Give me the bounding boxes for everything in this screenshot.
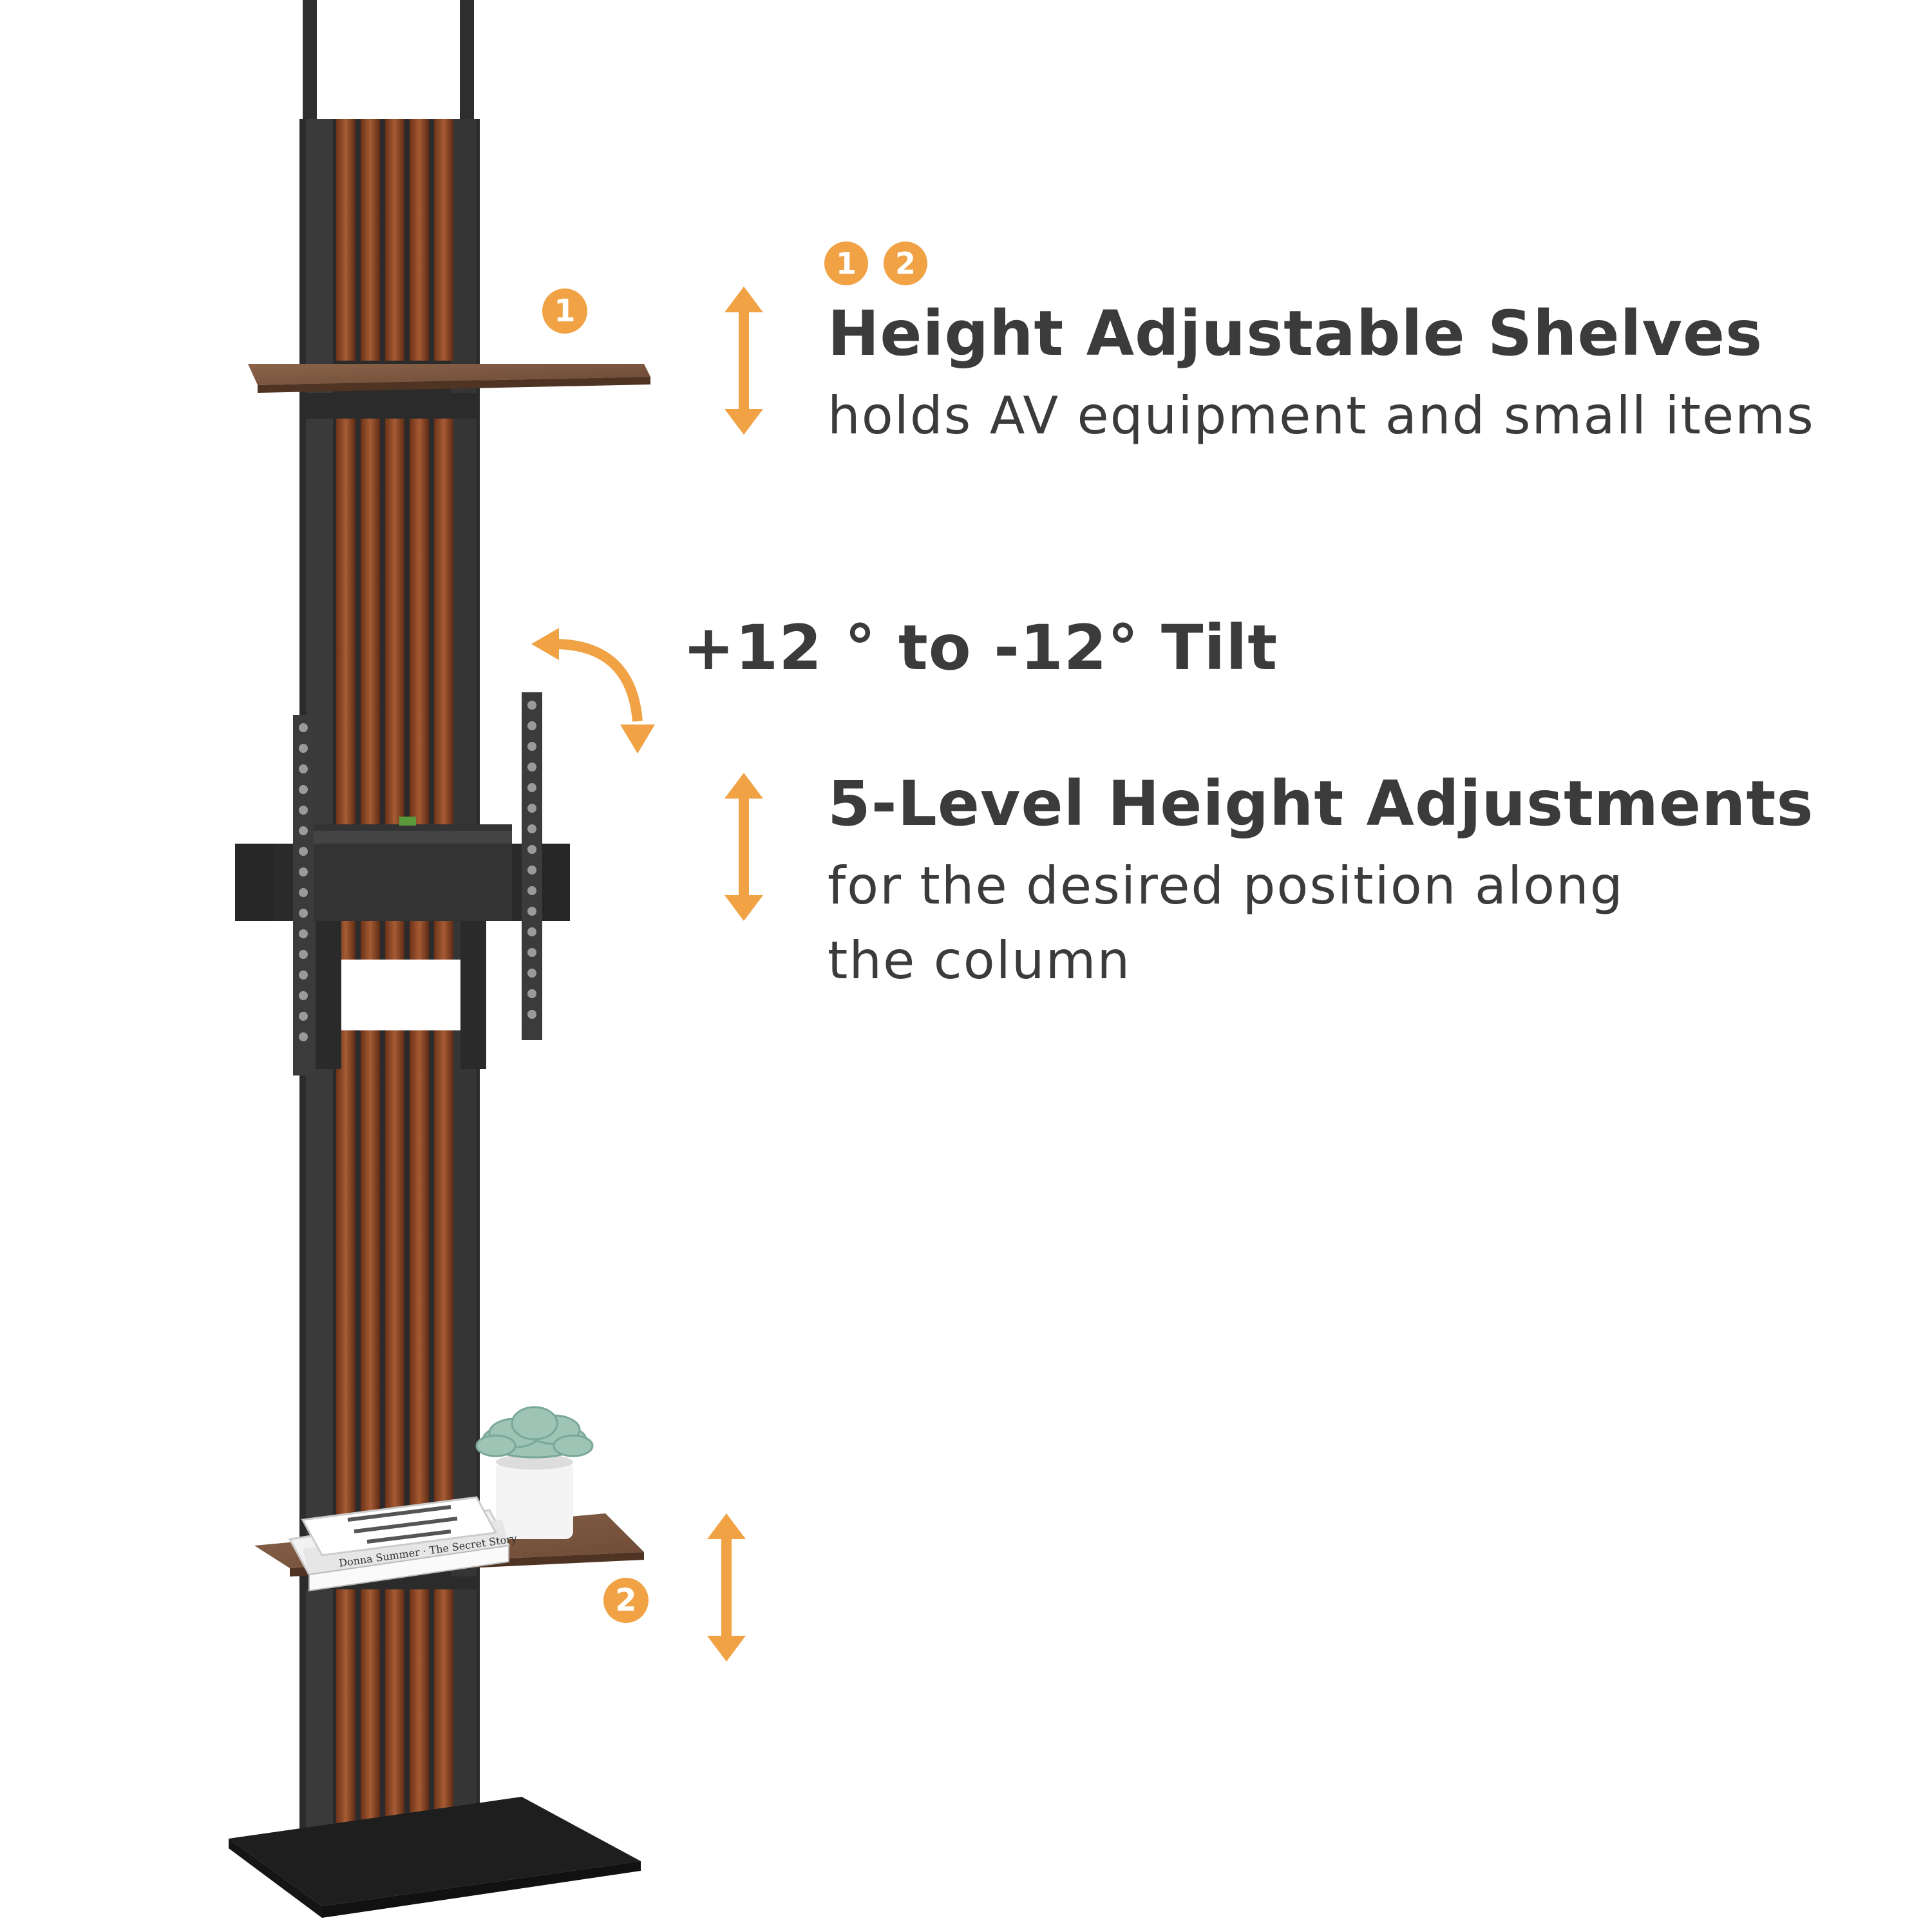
mount-hole — [527, 969, 536, 978]
mount-hole — [527, 989, 536, 998]
bottom-shelf-arrow — [707, 1513, 746, 1662]
shelves-description: holds AV equipment and small items — [828, 386, 1815, 446]
mount-hole — [527, 742, 536, 751]
wood-slat — [385, 119, 404, 361]
tv-mount-bracket — [235, 692, 570, 1075]
mount-hole — [527, 845, 536, 854]
wood-slat — [410, 1030, 429, 1542]
wood-slat — [361, 119, 380, 361]
wood-slat — [385, 1030, 404, 1542]
mount-hole — [527, 701, 536, 710]
wood-slat — [336, 119, 355, 361]
mount-hole — [299, 1012, 308, 1021]
mount-hole — [299, 847, 308, 856]
mount-hole — [299, 764, 308, 773]
mount-hole — [299, 991, 308, 1000]
height-adjust-desc-line1: for the desired position along — [828, 856, 1624, 916]
mount-hole — [299, 971, 308, 980]
wood-slat — [361, 1589, 380, 1842]
tilt-title: +12 ° to -12° Tilt — [683, 612, 1278, 684]
shelf-height-arrow — [724, 287, 763, 435]
mount-hole — [299, 867, 308, 876]
wood-slat — [410, 1589, 429, 1842]
mount-hole — [527, 762, 536, 772]
wood-slat — [434, 119, 453, 361]
level-height-arrow — [724, 773, 763, 921]
mount-hole — [299, 806, 308, 815]
tilt-arrow — [531, 628, 655, 753]
feature-badge-2: 2 — [884, 242, 927, 285]
mount-hole — [527, 907, 536, 916]
wood-slat — [410, 119, 429, 361]
wood-slat — [336, 1589, 355, 1842]
mount-hole — [299, 950, 308, 959]
mount-hole — [527, 927, 536, 936]
wood-slat — [336, 1030, 355, 1542]
wood-slat — [361, 1030, 380, 1542]
mount-hole — [527, 721, 536, 730]
potted-plant — [475, 1406, 594, 1539]
shelf-bottom-badge: 2 — [603, 1578, 649, 1623]
mount-hole — [527, 948, 536, 957]
mount-hole — [527, 824, 536, 833]
mount-hole — [299, 888, 308, 897]
shelves-title: Height Adjustable Shelves — [828, 298, 1763, 370]
shelf-top-badge: 1 — [542, 289, 587, 334]
mount-hole — [527, 886, 536, 895]
mount-hole — [299, 826, 308, 835]
height-adjust-title: 5-Level Height Adjustments — [828, 768, 1814, 840]
mount-hole — [299, 723, 308, 732]
mount-hole — [299, 744, 308, 753]
mount-hole — [527, 804, 536, 813]
mount-hole — [299, 785, 308, 794]
wood-slat — [434, 1030, 453, 1542]
height-adjust-desc-line2: the column — [828, 931, 1132, 990]
wood-slat — [434, 1589, 453, 1842]
top-poles — [303, 0, 474, 122]
mount-hole — [299, 909, 308, 918]
mount-hole — [299, 1032, 308, 1041]
book-stack — [288, 1496, 511, 1592]
top-shelf — [248, 364, 650, 419]
wood-slat — [385, 1589, 404, 1842]
feature-badge-1: 1 — [824, 242, 868, 285]
mount-hole — [299, 929, 308, 938]
mount-hole — [527, 1010, 536, 1019]
wood-slats — [336, 119, 453, 1842]
mount-hole — [527, 866, 536, 875]
mount-hole — [527, 783, 536, 792]
base-plate — [229, 1797, 641, 1918]
